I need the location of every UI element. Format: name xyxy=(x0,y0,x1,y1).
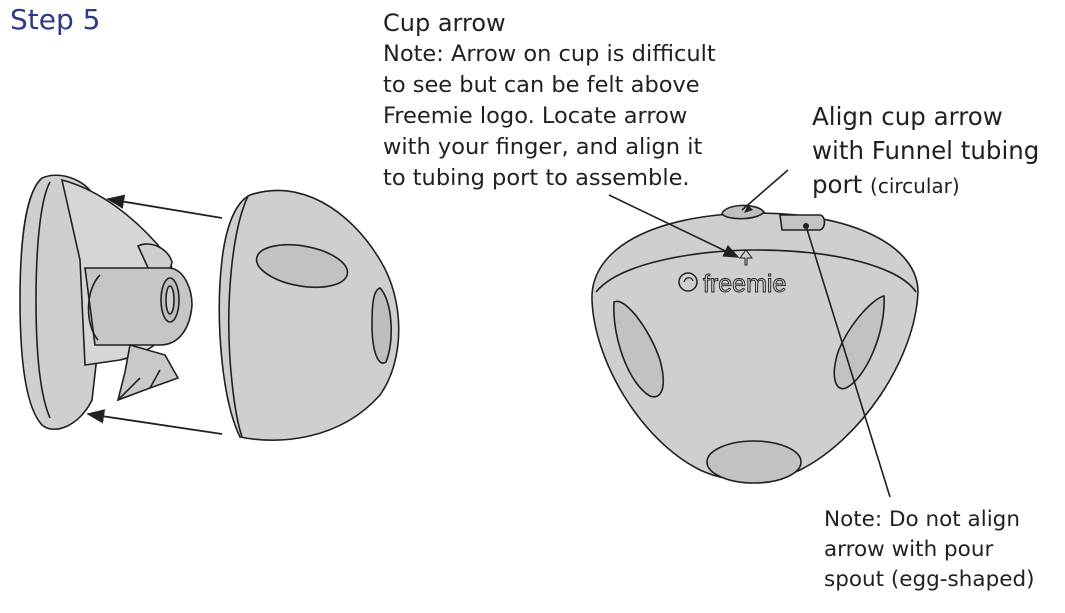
cup-arrow-note-line: Freemie logo. Locate arrow xyxy=(383,103,688,129)
cup-arrow-mark-icon xyxy=(739,249,753,266)
freemie-logo: freemie xyxy=(678,270,787,298)
cup-arrow-note-line: to tubing port to assemble. xyxy=(383,165,690,191)
align-port-word: port xyxy=(812,170,863,199)
cup-arrow-note-line: Note: Arrow on cup is difficult xyxy=(383,41,716,67)
cup-front-view xyxy=(591,204,919,484)
cup-arrow-note-line: to see but can be felt above xyxy=(383,72,700,98)
pour-spout-note-line: Note: Do not align xyxy=(824,507,1020,532)
pour-spout-note-line: spout (egg-shaped) xyxy=(824,567,1035,592)
step-title: Step 5 xyxy=(10,3,101,36)
pour-spout-note-line: arrow with pour xyxy=(824,537,994,562)
funnel-assembly xyxy=(19,174,193,430)
cup-side-view xyxy=(218,189,400,441)
align-line: with Funnel tubing xyxy=(812,136,1040,165)
align-line: Align cup arrow xyxy=(812,102,1003,131)
pour-spout-note: Note: Do not align arrow with pour spout… xyxy=(824,505,1034,595)
cup-arrow-callout: Cup arrow Note: Arrow on cup is difficul… xyxy=(383,8,716,194)
align-line: port (circular) xyxy=(812,168,1039,203)
cup-arrow-note-line: with your finger, and align it xyxy=(383,134,703,160)
align-port-qualifier: (circular) xyxy=(870,174,960,198)
align-callout: Align cup arrow with Funnel tubing port … xyxy=(812,100,1039,203)
leader-lines xyxy=(608,169,891,498)
port-marker-dot xyxy=(803,223,809,229)
cup-arrow-title: Cup arrow xyxy=(383,9,506,37)
assembly-arrows xyxy=(86,194,223,435)
leader-arrowhead xyxy=(744,205,753,213)
logo-text: freemie xyxy=(703,270,786,298)
